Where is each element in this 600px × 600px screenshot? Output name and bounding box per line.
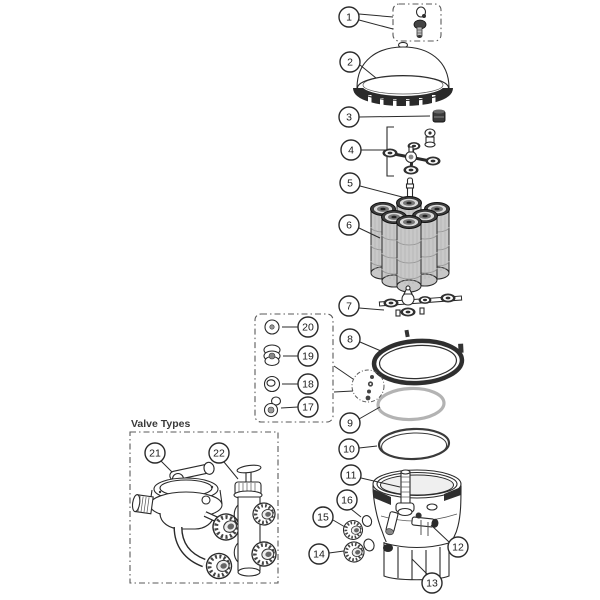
svg-text:22: 22 bbox=[213, 448, 225, 460]
part-tank-bottom bbox=[372, 469, 462, 581]
detail-circle-clamp-hardware bbox=[333, 365, 385, 403]
svg-text:20: 20 bbox=[302, 322, 314, 334]
svg-text:4: 4 bbox=[348, 145, 354, 157]
svg-text:5: 5 bbox=[347, 178, 353, 190]
callout-8: 8 bbox=[339, 328, 361, 350]
callout-16: 16 bbox=[336, 489, 358, 511]
svg-text:10: 10 bbox=[343, 444, 355, 456]
detail-box-air-relief-valve bbox=[392, 3, 442, 42]
part-backup-ring bbox=[377, 427, 451, 461]
part-fitting-o-rings bbox=[361, 515, 375, 552]
callout-21: 21 bbox=[144, 442, 166, 464]
svg-text:11: 11 bbox=[346, 470, 357, 482]
part-lid-nut bbox=[432, 109, 446, 123]
svg-text:3: 3 bbox=[346, 112, 352, 124]
callout-22: 22 bbox=[208, 442, 230, 464]
svg-text:8: 8 bbox=[347, 334, 353, 346]
callout-11: 11 bbox=[340, 464, 362, 486]
part-bottom-manifold bbox=[378, 284, 463, 317]
part-internal-standpipe bbox=[395, 469, 415, 517]
svg-text:18: 18 bbox=[302, 379, 314, 391]
part-washer-20 bbox=[264, 319, 280, 335]
svg-text:7: 7 bbox=[346, 301, 352, 313]
part-tank-o-ring bbox=[376, 386, 446, 422]
part-nut-18 bbox=[263, 375, 281, 393]
svg-text:6: 6 bbox=[346, 220, 352, 232]
svg-text:13: 13 bbox=[426, 578, 438, 590]
svg-text:16: 16 bbox=[341, 495, 353, 507]
callout-7: 7 bbox=[338, 295, 360, 317]
leader-lines bbox=[160, 13, 450, 575]
valve-types-box bbox=[129, 431, 279, 584]
detail-box-clamp-hardware bbox=[254, 313, 334, 423]
callout-2: 2 bbox=[339, 51, 361, 73]
callout-15: 15 bbox=[312, 506, 334, 528]
part-drain-outlet bbox=[411, 512, 439, 528]
part-top-manifold-assembly bbox=[382, 126, 441, 177]
part-filter-grid-assembly bbox=[370, 196, 450, 293]
part-filter-lid-dome bbox=[353, 41, 453, 107]
callout-10: 10 bbox=[338, 438, 360, 460]
callout-12: 12 bbox=[447, 536, 469, 558]
svg-text:17: 17 bbox=[302, 402, 314, 414]
svg-text:2: 2 bbox=[347, 57, 353, 69]
callout-4: 4 bbox=[340, 139, 362, 161]
svg-text:9: 9 bbox=[347, 418, 353, 430]
valve-types-label: Valve Types bbox=[131, 418, 191, 430]
svg-text:21: 21 bbox=[149, 448, 161, 460]
callout-9: 9 bbox=[339, 412, 361, 434]
svg-text:14: 14 bbox=[313, 549, 325, 561]
callout-6: 6 bbox=[338, 214, 360, 236]
callout-5: 5 bbox=[339, 172, 361, 194]
callout-3: 3 bbox=[338, 106, 360, 128]
callout-19: 19 bbox=[297, 345, 319, 367]
part-bulkhead-fitting-15 bbox=[339, 516, 367, 544]
part-bulkhead-fitting-14 bbox=[340, 538, 368, 566]
svg-text:12: 12 bbox=[452, 542, 464, 554]
svg-text:1: 1 bbox=[346, 12, 352, 24]
part-spring-19 bbox=[263, 344, 281, 367]
svg-text:19: 19 bbox=[302, 351, 314, 363]
svg-text:15: 15 bbox=[317, 512, 329, 524]
part-slide-valve bbox=[233, 464, 281, 577]
callout-20: 20 bbox=[297, 316, 319, 338]
valve-types-section: Valve Types bbox=[129, 418, 281, 584]
callout-14: 14 bbox=[308, 543, 330, 565]
part-clamp-band bbox=[371, 329, 465, 386]
part-multiport-valve bbox=[131, 461, 246, 584]
callout-18: 18 bbox=[297, 373, 319, 395]
callout-13: 13 bbox=[421, 572, 443, 594]
part-bolt-17 bbox=[263, 396, 282, 418]
callout-1: 1 bbox=[338, 6, 360, 28]
callout-17: 17 bbox=[297, 396, 319, 418]
